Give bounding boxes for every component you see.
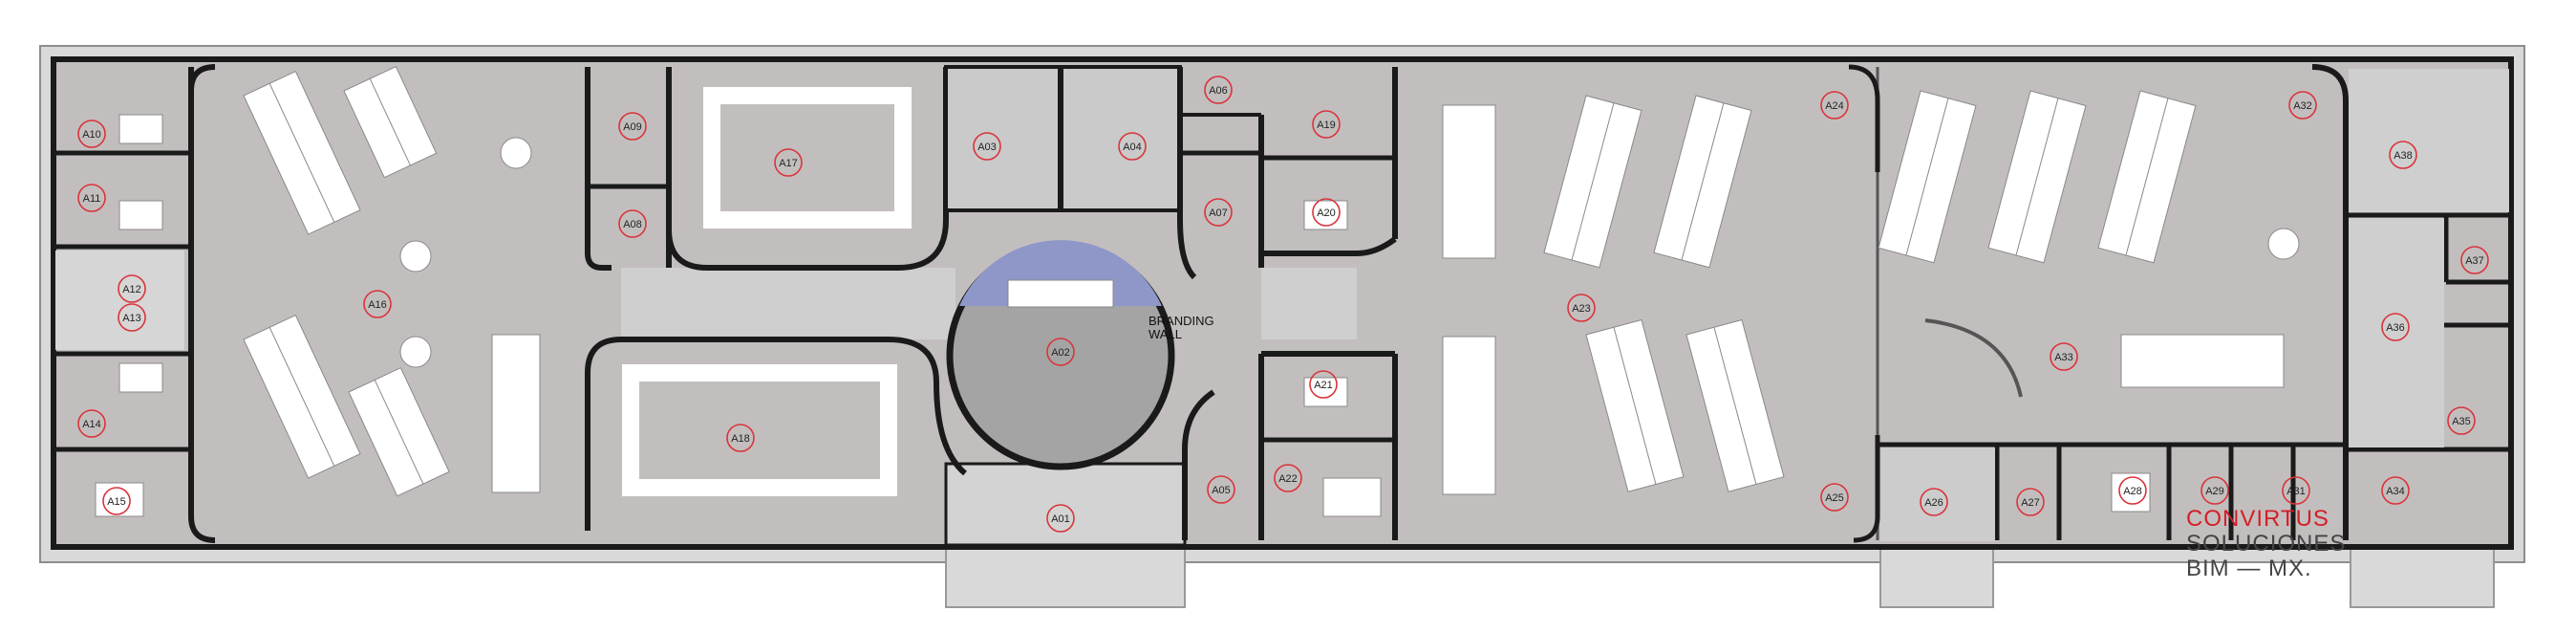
- room-label-a01: A01: [1046, 504, 1075, 533]
- svg-text:A35: A35: [2452, 416, 2471, 427]
- svg-text:A26: A26: [1924, 497, 1943, 509]
- entrance-hall: [944, 462, 1187, 547]
- room-label-a36: A36: [2381, 313, 2410, 341]
- svg-text:A32: A32: [2293, 100, 2312, 112]
- svg-text:A20: A20: [1317, 207, 1336, 219]
- room-label-a21: A21: [1309, 370, 1338, 399]
- room-label-a25: A25: [1820, 483, 1849, 512]
- svg-text:A31: A31: [2286, 486, 2306, 497]
- svg-text:A24: A24: [1825, 100, 1844, 112]
- svg-text:A01: A01: [1051, 513, 1070, 525]
- svg-text:A05: A05: [1212, 485, 1231, 496]
- room-label-a37: A37: [2460, 246, 2489, 274]
- svg-text:A27: A27: [2021, 497, 2040, 509]
- room-label-a10: A10: [77, 120, 106, 148]
- workstations: [95, 65, 2300, 517]
- porch-east: [1879, 544, 1994, 608]
- svg-text:A07: A07: [1209, 207, 1228, 219]
- svg-text:A21: A21: [1314, 380, 1333, 391]
- svg-text:A38: A38: [2394, 150, 2413, 162]
- svg-text:A09: A09: [623, 121, 642, 133]
- svg-text:A11: A11: [83, 193, 101, 205]
- svg-text:A23: A23: [1572, 303, 1591, 315]
- room-label-a16: A16: [363, 290, 392, 318]
- room-label-a03: A03: [973, 132, 1001, 161]
- room-label-a13: A13: [118, 303, 146, 332]
- branding-wall-line2: WALL: [1148, 327, 1182, 341]
- svg-text:A28: A28: [2123, 486, 2142, 497]
- wall-a16-west: [188, 67, 216, 543]
- room-label-a12: A12: [118, 274, 146, 303]
- room-label-a18: A18: [726, 424, 755, 452]
- corridor-east: [1261, 268, 1357, 339]
- svg-text:A33: A33: [2054, 352, 2073, 363]
- room-label-a14: A14: [77, 409, 106, 438]
- svg-text:A34: A34: [2386, 486, 2405, 497]
- svg-text:A25: A25: [1825, 492, 1844, 504]
- svg-text:A03: A03: [977, 142, 997, 153]
- branding-wall-line1: BRANDING: [1148, 314, 1214, 328]
- company-logo: CONVIRTUS SOLUCIONES BIM — MX.: [2186, 507, 2346, 581]
- svg-text:A16: A16: [368, 299, 387, 311]
- svg-text:A13: A13: [122, 313, 141, 324]
- porch-far-east: [2350, 544, 2495, 608]
- restroom-a04: [1059, 65, 1182, 212]
- room-label-a09: A09: [618, 112, 647, 141]
- room-label-a19: A19: [1312, 110, 1341, 139]
- room-label-a27: A27: [2016, 488, 2045, 516]
- branding-wall-label: BRANDING WALL: [1148, 315, 1214, 341]
- room-label-a24: A24: [1820, 91, 1849, 120]
- svg-text:A08: A08: [623, 219, 642, 230]
- svg-text:A10: A10: [82, 129, 101, 141]
- room-label-a08: A08: [618, 209, 647, 238]
- svg-text:A04: A04: [1123, 142, 1142, 153]
- restroom-a03: [944, 65, 1063, 212]
- logo-line1: CONVIRTUS: [2186, 506, 2329, 532]
- svg-text:A12: A12: [122, 284, 141, 295]
- room-label-a32: A32: [2288, 91, 2317, 120]
- svg-text:A17: A17: [779, 158, 798, 169]
- svg-text:A02: A02: [1051, 347, 1070, 359]
- svg-text:A22: A22: [1278, 473, 1298, 485]
- room-label-a38: A38: [2389, 141, 2417, 169]
- room-label-a17: A17: [774, 148, 803, 177]
- svg-text:A14: A14: [82, 419, 101, 430]
- room-label-a02: A02: [1046, 338, 1075, 366]
- room-label-a28: A28: [2118, 476, 2147, 505]
- room-label-a15: A15: [102, 487, 131, 515]
- room-label-a07: A07: [1204, 198, 1233, 227]
- logo-line2: SOLUCIONES: [2186, 531, 2347, 557]
- room-label-a23: A23: [1567, 294, 1596, 322]
- room-label-a29: A29: [2200, 476, 2229, 505]
- svg-text:A37: A37: [2465, 255, 2484, 267]
- entrance-porch: [945, 544, 1186, 608]
- svg-text:A36: A36: [2386, 322, 2405, 334]
- svg-text:A06: A06: [1209, 85, 1228, 97]
- svg-text:A19: A19: [1317, 120, 1336, 131]
- room-label-a05: A05: [1207, 475, 1235, 504]
- logo-line3: BIM — MX.: [2186, 556, 2312, 581]
- reception-arc: [1924, 318, 2023, 398]
- svg-text:A29: A29: [2205, 486, 2224, 497]
- corridor-west: [621, 268, 955, 339]
- room-label-a04: A04: [1118, 132, 1147, 161]
- room-label-a22: A22: [1274, 464, 1302, 492]
- svg-text:A15: A15: [107, 496, 126, 508]
- room-label-a11: A11: [77, 184, 106, 212]
- room-label-a06: A06: [1204, 76, 1233, 104]
- room-label-a20: A20: [1312, 198, 1341, 227]
- room-label-a34: A34: [2381, 476, 2410, 505]
- svg-text:A18: A18: [731, 433, 750, 445]
- room-label-a33: A33: [2050, 342, 2078, 371]
- room-label-a35: A35: [2447, 406, 2476, 435]
- room-label-a31: A31: [2282, 476, 2310, 505]
- room-label-a26: A26: [1920, 488, 1948, 516]
